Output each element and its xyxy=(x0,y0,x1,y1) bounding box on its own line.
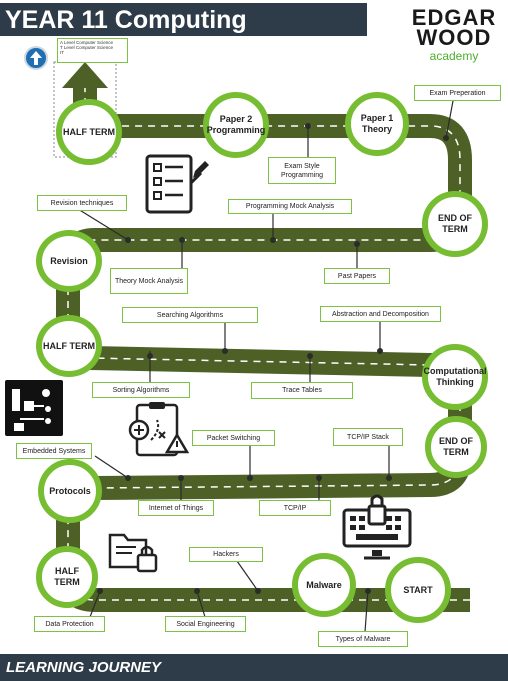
milestone-protocols: Protocols xyxy=(38,459,102,523)
topic-hackers: Hackers xyxy=(189,547,263,562)
topic-theory-mock-analysis: Theory Mock Analysis xyxy=(110,268,188,294)
next-step-line: A Level Computer Science xyxy=(60,40,114,45)
clipboard-plan-icon xyxy=(128,402,189,457)
milestone-half-term-mid: HALF TERM xyxy=(36,315,102,377)
topic-programming-mock-analysis: Programming Mock Analysis xyxy=(228,199,352,214)
checklist-icon xyxy=(145,154,209,214)
locked-folder-icon xyxy=(108,533,158,573)
topic-trace-tables: Trace Tables xyxy=(251,382,353,399)
topic-revision-techniques: Revision techniques xyxy=(37,195,127,211)
circuit-board-icon xyxy=(5,380,63,436)
topic-data-protection: Data Protection xyxy=(34,616,105,632)
topic-types-of-malware: Types of Malware xyxy=(318,631,408,647)
topic-internet-of-things: Internet of Things xyxy=(138,500,214,516)
academy-logo: EDGAR WOOD academy xyxy=(406,5,502,64)
topic-embedded-systems: Embedded Systems xyxy=(16,443,92,459)
logo-line-3: academy xyxy=(429,49,479,63)
milestone-half-term-top: HALF TERM xyxy=(56,99,122,165)
next-step-line: IT xyxy=(60,50,64,55)
next-steps-box: A Level Computer Science T Level Compute… xyxy=(57,38,128,63)
topic-social-engineering: Social Engineering xyxy=(165,616,246,632)
topic-sorting-algorithms: Sorting Algorithms xyxy=(92,382,190,398)
milestone-half-term-bottom: HALF TERM xyxy=(36,546,98,608)
topic-exam-preparation: Exam Preperation xyxy=(414,85,501,101)
topic-tcpip-stack: TCP/IP Stack xyxy=(333,428,403,446)
logo-line-1: EDGAR xyxy=(411,5,497,30)
topic-exam-style-programming: Exam Style Programming xyxy=(268,157,336,184)
topic-packet-switching: Packet Switching xyxy=(192,430,275,446)
keyboard-padlock-icon xyxy=(342,494,412,560)
topic-tcpip: TCP/IP xyxy=(259,500,331,516)
milestone-end-of-term-1: END OF TERM xyxy=(422,191,488,257)
next-step-line: T Level Computer Science xyxy=(60,45,113,50)
milestone-computational-thinking: Computational Thinking xyxy=(422,344,488,410)
milestone-paper1: Paper 1 Theory xyxy=(345,92,409,156)
footer-bar: LEARNING JOURNEY xyxy=(0,654,508,681)
page-title: YEAR 11 Computing xyxy=(5,6,247,34)
topic-past-papers: Past Papers xyxy=(324,268,390,284)
milestone-start: START xyxy=(385,557,451,623)
up-arrow-icon xyxy=(24,46,48,70)
title-bar: YEAR 11 Computing xyxy=(0,3,367,36)
milestone-paper2: Paper 2 Programming xyxy=(203,92,269,158)
footer-title: LEARNING JOURNEY xyxy=(6,659,162,676)
logo-line-2: WOOD xyxy=(416,25,492,50)
milestone-malware: Malware xyxy=(292,553,356,617)
milestone-revision: Revision xyxy=(36,230,102,292)
topic-abstraction-decomposition: Abstraction and Decomposition xyxy=(320,306,441,322)
topic-searching-algorithms: Searching Algorithms xyxy=(122,307,258,323)
milestone-end-of-term-2: END OF TERM xyxy=(425,416,487,478)
